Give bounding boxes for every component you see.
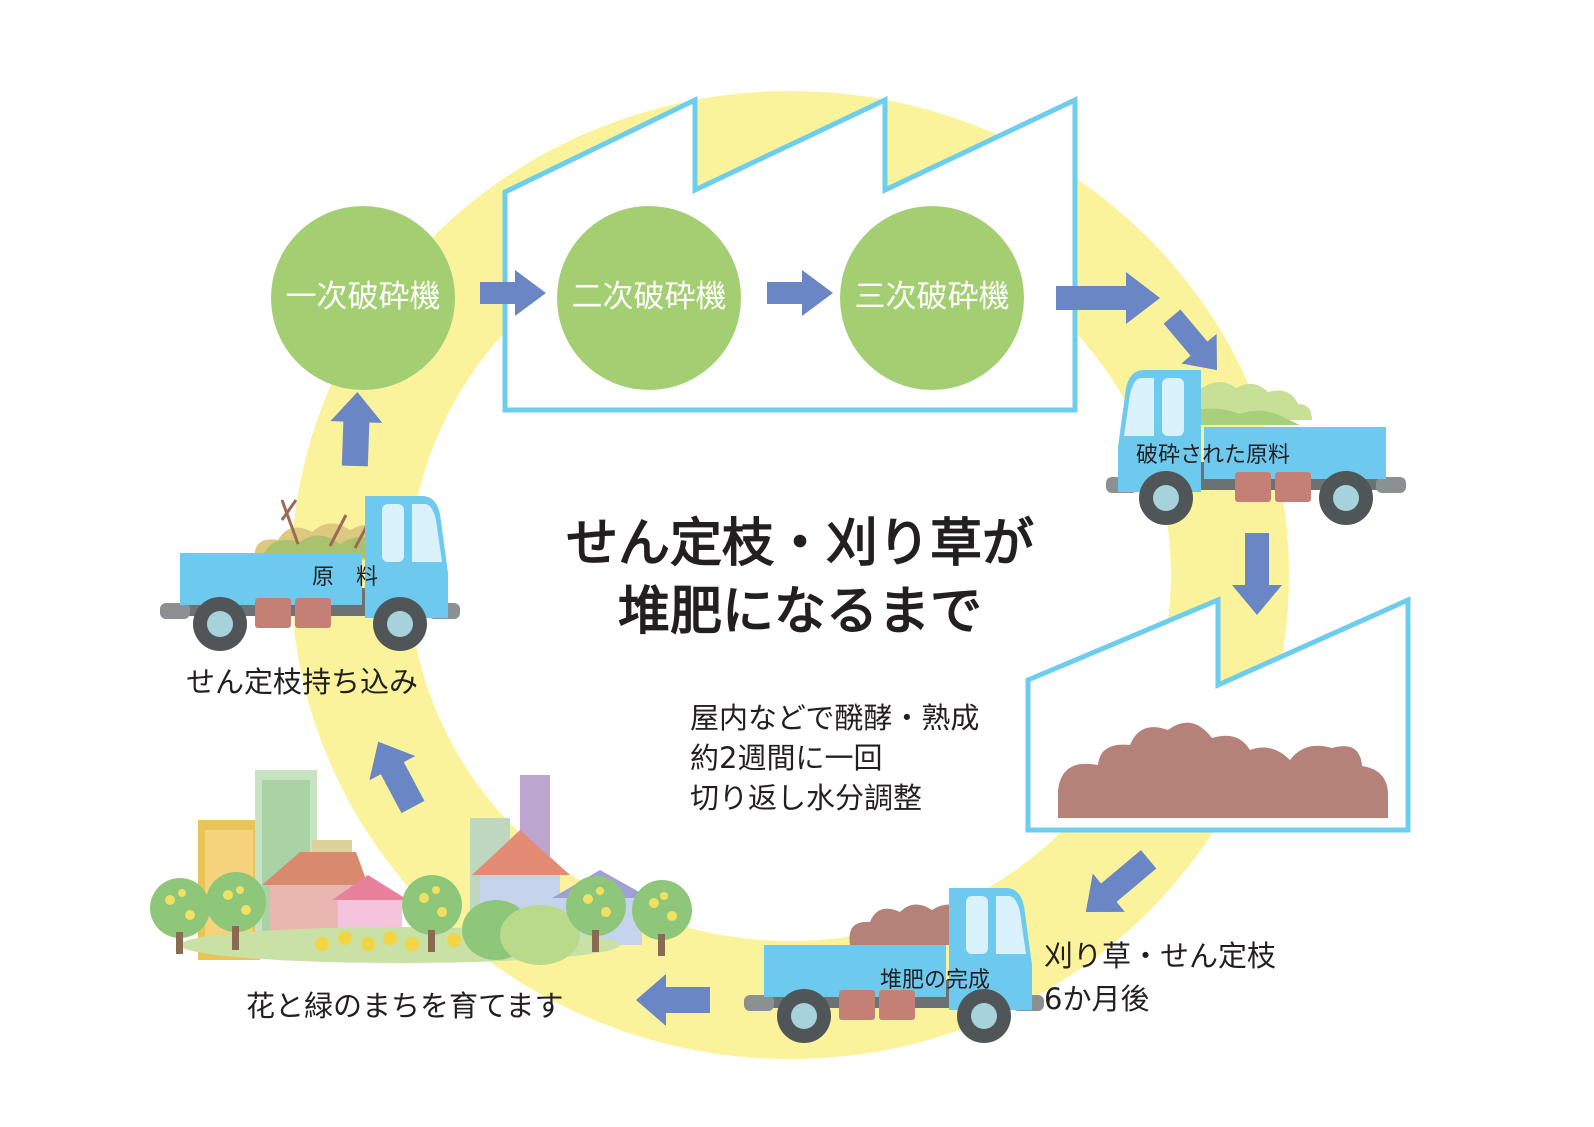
arrow-icon [369,741,425,814]
arrow-icon [1232,533,1282,615]
dump-truck-icon [744,888,1044,1043]
arrow-icon [636,974,710,1026]
compost-truck-label: 堆肥の完成 [879,968,990,993]
arrow-icon [1085,850,1157,912]
fermentation-caption-line2: 約2週間に一回 [690,741,883,775]
arrow-icon [1056,272,1160,324]
arrow-icon [480,270,546,316]
period-caption-line2: 6か月後 [1044,982,1150,1016]
diagram-title-line1: せん定枝・刈り草が [565,514,1034,574]
compost-pile-icon [1058,722,1388,818]
primary-crusher-circle [271,206,455,390]
fermentation-caption-line3: 切り返し水分調整 [690,781,923,815]
crushed-material-truck-label: 破砕された原料 [1135,443,1290,468]
period-caption-line1: 刈り草・せん定枝 [1044,939,1277,973]
bring-in-caption: せん定枝持ち込み [186,665,419,699]
arrow-icon [1163,309,1217,371]
arrow-icon [767,270,833,316]
raw-material-truck-label: 原 料 [311,565,378,590]
arrow-icon [330,392,383,467]
dump-truck-icon [160,496,460,651]
diagram-title-line2: 堆肥になるまで [617,582,982,642]
secondary-crusher-label: 二次破砕機 [571,279,727,315]
town-icon [150,770,692,965]
town-caption: 花と緑のまちを育てます [246,989,564,1023]
tertiary-crusher-circle [840,206,1024,390]
tertiary-crusher-label: 三次破砕機 [854,279,1010,315]
secondary-crusher-circle [557,206,741,390]
primary-crusher-label: 一次破砕機 [285,279,441,315]
dump-truck-icon [1106,370,1406,525]
fermentation-caption-line1: 屋内などで醗酵・熟成 [690,701,980,735]
